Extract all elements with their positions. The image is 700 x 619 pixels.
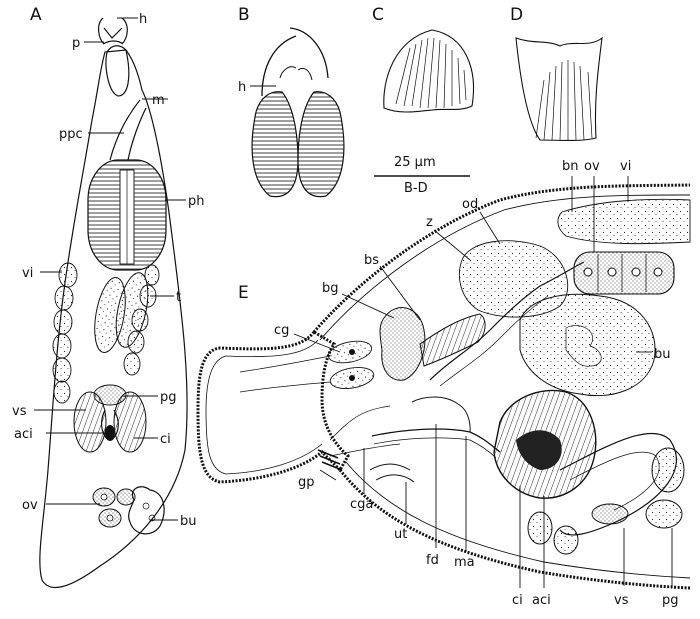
scale-bar-length: 25 µm — [394, 155, 436, 170]
uterus-e — [369, 463, 415, 483]
bursa-e — [519, 293, 656, 397]
label-e-cg: cg — [274, 323, 289, 338]
label-a-p: p — [72, 36, 80, 51]
label-e-vs: vs — [614, 593, 629, 608]
label-a-pg: pg — [160, 390, 177, 405]
panel-d-letter: D — [510, 5, 523, 25]
scale-bar: 25 µm B-D — [374, 155, 470, 196]
label-e-gp: gp — [298, 475, 315, 490]
label-a-ci: ci — [160, 432, 171, 447]
panel-b: B h — [238, 5, 345, 198]
label-a-m: m — [152, 93, 165, 108]
label-e-fd: fd — [426, 553, 439, 568]
bursal-stalk-e — [419, 313, 486, 367]
label-a-aci: aci — [14, 427, 33, 442]
ovaries-a — [92, 487, 136, 528]
body-outline-a — [39, 49, 188, 589]
pharyngeal-pocket-a — [109, 99, 147, 161]
hook-left-b — [261, 35, 297, 97]
ovary-chain-e — [573, 251, 675, 295]
scale-bar-applies-to: B-D — [404, 181, 428, 196]
hooks-a — [98, 17, 128, 45]
label-e-od: od — [462, 197, 478, 212]
sclerite-c — [383, 29, 475, 113]
copulatory-glands-e — [239, 340, 375, 393]
label-e-bs: bs — [364, 253, 379, 268]
label-a-ppc: ppc — [59, 127, 83, 142]
body-wall-upper-e — [312, 183, 691, 333]
copulatory-complex-a — [73, 384, 147, 453]
label-a-vi: vi — [22, 266, 33, 281]
vitellaria-right-a — [123, 264, 160, 376]
label-e-ut: ut — [394, 527, 407, 542]
hook-right-b — [289, 27, 329, 79]
label-e-pg: pg — [662, 593, 679, 608]
vitellarium-e — [557, 198, 691, 245]
label-e-ov: ov — [584, 159, 600, 174]
label-e-cga: cga — [350, 497, 373, 512]
label-a-ph: ph — [188, 194, 205, 209]
panel-e-letter: E — [238, 283, 249, 303]
female-duct-e — [411, 396, 471, 433]
panel-c: C — [372, 5, 475, 113]
sclerite-d-striae — [535, 60, 593, 141]
label-e-bn: bn — [562, 159, 579, 174]
label-e-ci: ci — [512, 593, 523, 608]
label-e-aci: aci — [532, 593, 551, 608]
bulb-right-b — [297, 91, 345, 198]
label-a-h: h — [139, 12, 147, 27]
label-a-t: t — [176, 290, 181, 305]
label-e-bg: bg — [322, 281, 339, 296]
label-b-h: h — [238, 80, 246, 95]
panel-c-letter: C — [372, 5, 384, 25]
sclerite-d — [515, 36, 603, 142]
genital-atrium-e — [196, 330, 350, 484]
label-e-bu: bu — [654, 347, 671, 362]
bursal-glands-e — [379, 307, 426, 381]
label-e-ma: ma — [454, 555, 475, 570]
label-a-ov: ov — [22, 498, 38, 513]
proboscis-a — [105, 45, 130, 97]
gonopore-e — [317, 449, 343, 471]
bursa-a — [128, 486, 165, 535]
label-e-z: z — [426, 215, 433, 230]
label-a-vs: vs — [12, 404, 27, 419]
vitellaria-left-a — [52, 262, 78, 404]
panel-e: E — [196, 159, 691, 608]
label-a-bu: bu — [180, 514, 197, 529]
panel-a-letter: A — [30, 5, 42, 25]
sclerite-c-striae — [395, 37, 467, 109]
label-e-vi: vi — [620, 159, 631, 174]
hook-inner-b — [279, 66, 313, 81]
panel-b-letter: B — [238, 5, 250, 25]
bulb-left-b — [251, 91, 299, 198]
prostatic-glands-e — [527, 447, 685, 555]
panel-d: D — [510, 5, 603, 142]
body-wall-lower-e — [338, 469, 691, 590]
panel-a: A — [12, 5, 205, 589]
